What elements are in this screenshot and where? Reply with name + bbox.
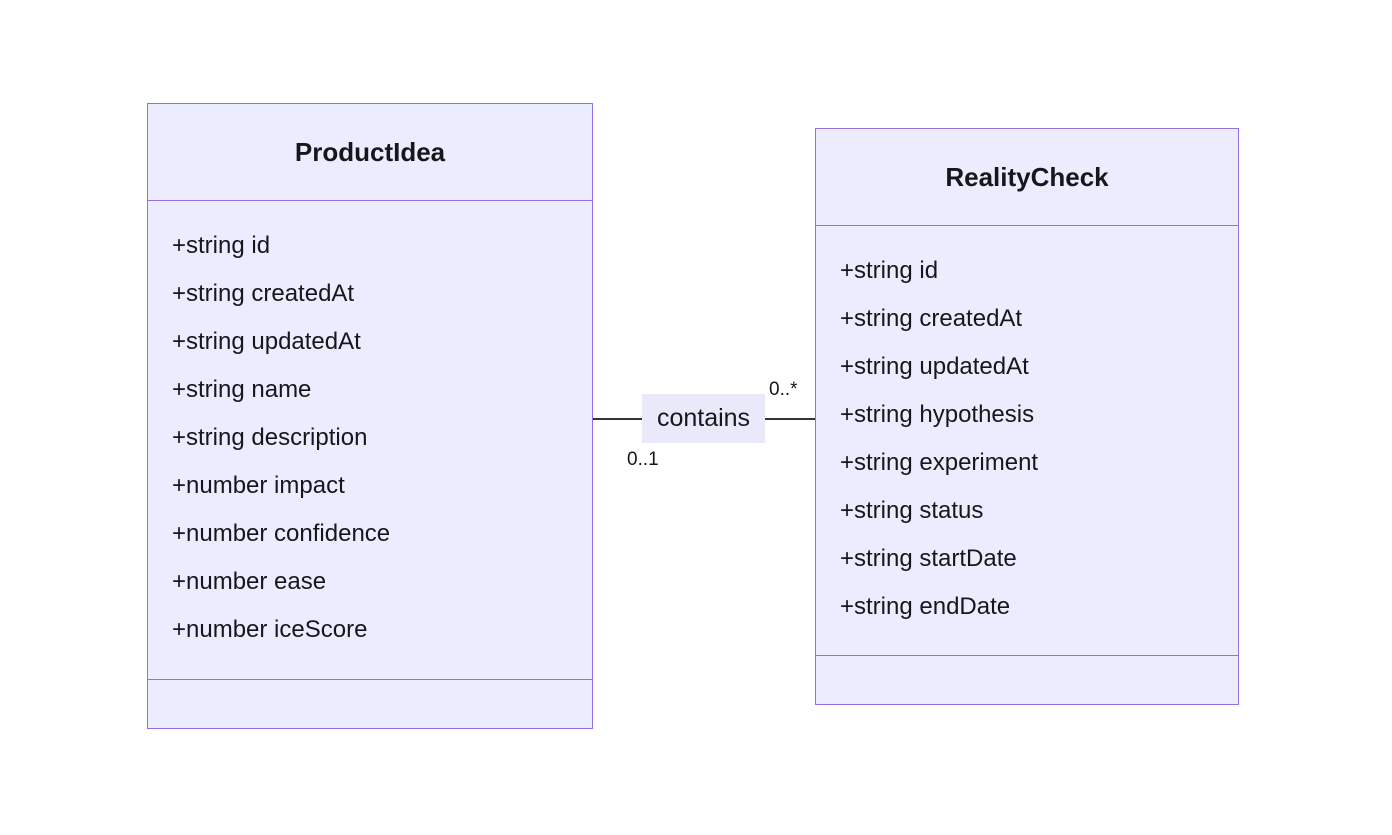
attribute-row: +string status <box>840 497 984 524</box>
association-label: contains <box>642 394 765 443</box>
attribute-row: +string createdAt <box>172 280 355 307</box>
attribute-row: +number ease <box>172 568 327 595</box>
attribute-row: +string updatedAt <box>172 328 361 355</box>
attributes-section-productidea: +string id +string createdAt +string upd… <box>148 201 592 679</box>
cardinality-productidea-end: 0..1 <box>627 449 659 470</box>
attribute-row: +string hypothesis <box>840 401 1035 428</box>
attribute-row: +number confidence <box>172 520 391 547</box>
methods-section-realitycheck-empty <box>816 655 1238 704</box>
attribute-row: +string endDate <box>840 593 1011 620</box>
cardinality-realitycheck-end: 0..* <box>769 379 798 400</box>
attribute-row: +number iceScore <box>172 616 368 643</box>
attribute-row: +string experiment <box>840 449 1039 476</box>
attribute-row: +string name <box>172 376 312 403</box>
attribute-row: +string id <box>840 257 939 284</box>
attributes-section-realitycheck: +string id +string createdAt +string upd… <box>816 226 1238 655</box>
attribute-row: +string id <box>172 232 271 259</box>
class-node-productidea: ProductIdea +string id +string createdAt… <box>147 103 593 729</box>
class-title-productidea: ProductIdea <box>148 104 592 201</box>
class-title-realitycheck: RealityCheck <box>816 129 1238 226</box>
class-node-realitycheck: RealityCheck +string id +string createdA… <box>815 128 1239 705</box>
methods-section-productidea-empty <box>148 679 592 728</box>
attribute-row: +string updatedAt <box>840 353 1029 380</box>
attribute-row: +string startDate <box>840 545 1017 572</box>
attribute-row: +string description <box>172 424 368 451</box>
attribute-row: +number impact <box>172 472 345 499</box>
attribute-row: +string createdAt <box>840 305 1023 332</box>
